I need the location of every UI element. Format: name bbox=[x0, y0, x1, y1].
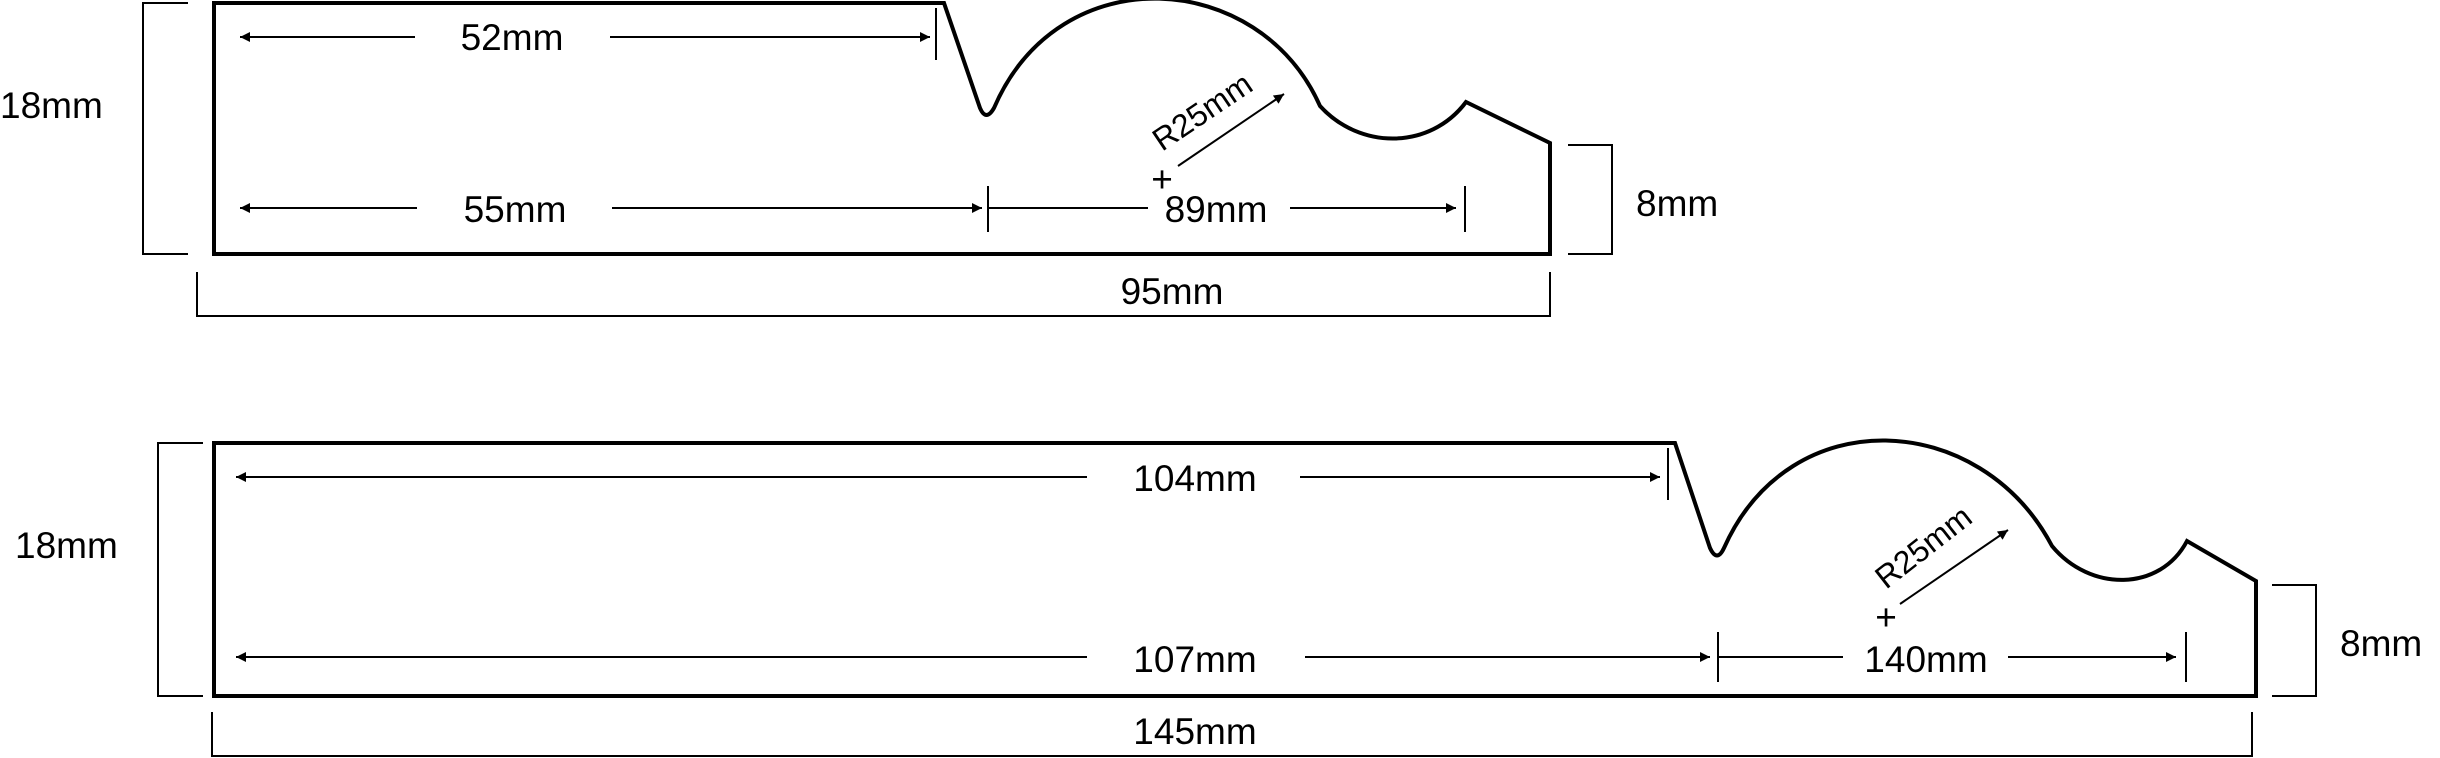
profile-1-height-label: 18mm bbox=[0, 85, 103, 126]
profile-2-center-mark: + bbox=[1875, 597, 1897, 638]
profile-1-end-height-label: 8mm bbox=[1636, 183, 1718, 224]
profile-2-outline bbox=[212, 438, 2258, 698]
profile-2-arc-span-label: 140mm bbox=[1864, 639, 1987, 680]
profile-2-end-height-label: 8mm bbox=[2340, 623, 2422, 664]
profile-1-width-label: 95mm bbox=[1121, 271, 1224, 312]
profile-2-width-bracket bbox=[211, 712, 2253, 757]
profile-2-top-run-label: 104mm bbox=[1133, 458, 1256, 499]
profile-1-top-run-label: 52mm bbox=[461, 17, 564, 58]
profile-2-width-label: 145mm bbox=[1133, 711, 1256, 752]
profile-1-outline bbox=[212, 0, 1552, 256]
profile-1-center-mark: + bbox=[1151, 159, 1173, 200]
profile-1-radius-arrow bbox=[1177, 93, 1285, 167]
profile-1: 18mm 52mm 55mm 89mm + R25mm 8mm 95mm bbox=[0, 0, 1718, 317]
profile-1-end-bracket bbox=[1568, 144, 1613, 255]
profile-1-radius-label: R25mm bbox=[1146, 65, 1259, 157]
profile-1-bottom-run-label: 55mm bbox=[464, 189, 567, 230]
profile-1-height-bracket bbox=[142, 2, 188, 255]
profile-2-height-bracket bbox=[157, 442, 203, 697]
profile-2-height-label: 18mm bbox=[15, 525, 118, 566]
profile-2-radius-label: R25mm bbox=[1868, 498, 1978, 595]
profile-2-end-bracket bbox=[2272, 584, 2317, 697]
profile-2-bottom-run-label: 107mm bbox=[1133, 639, 1256, 680]
profile-1-arc-span-label: 89mm bbox=[1165, 189, 1268, 230]
profile-2: 18mm 104mm 107mm 140mm + R25mm 8mm 145mm bbox=[15, 438, 2422, 757]
profile-1-width-bracket bbox=[196, 272, 1551, 317]
profile-2-radius-arrow bbox=[1899, 529, 2009, 605]
